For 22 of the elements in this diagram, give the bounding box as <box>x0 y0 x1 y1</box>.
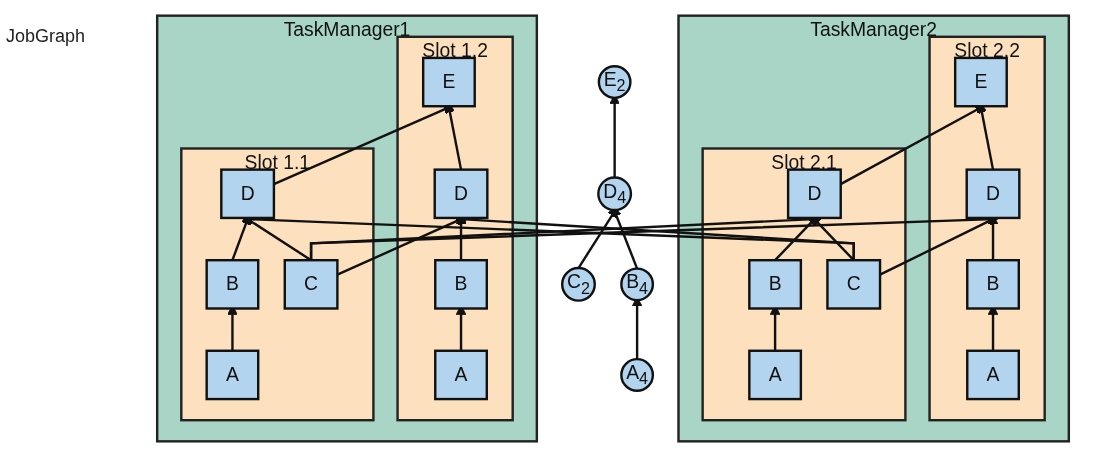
node-circle: A$_{4}$ <box>620 357 655 392</box>
node-box: B <box>434 259 488 310</box>
node-box: A <box>966 349 1020 401</box>
node-box: B <box>966 259 1020 310</box>
node-box: A <box>748 349 803 401</box>
node-box: D <box>220 168 276 220</box>
node-box: D <box>965 168 1021 220</box>
node-circle: D$_{4}$ <box>597 176 633 212</box>
node-box: C <box>826 259 882 310</box>
section-heading: JobGraph <box>6 26 87 47</box>
node-circle: B$_{4}$ <box>620 267 655 302</box>
node-box: D <box>786 168 842 220</box>
node-box: B <box>748 259 803 310</box>
node-box: E <box>953 56 1008 108</box>
node-box: A <box>434 349 488 401</box>
node-circle: C$_{2}$ <box>561 266 596 302</box>
node-box: D <box>433 168 489 220</box>
node-box: B <box>205 259 260 310</box>
node-box: E <box>422 56 476 108</box>
node-box: C <box>283 259 339 310</box>
node-box: A <box>205 349 260 401</box>
node-circle: E$_{2}$ <box>597 65 632 100</box>
